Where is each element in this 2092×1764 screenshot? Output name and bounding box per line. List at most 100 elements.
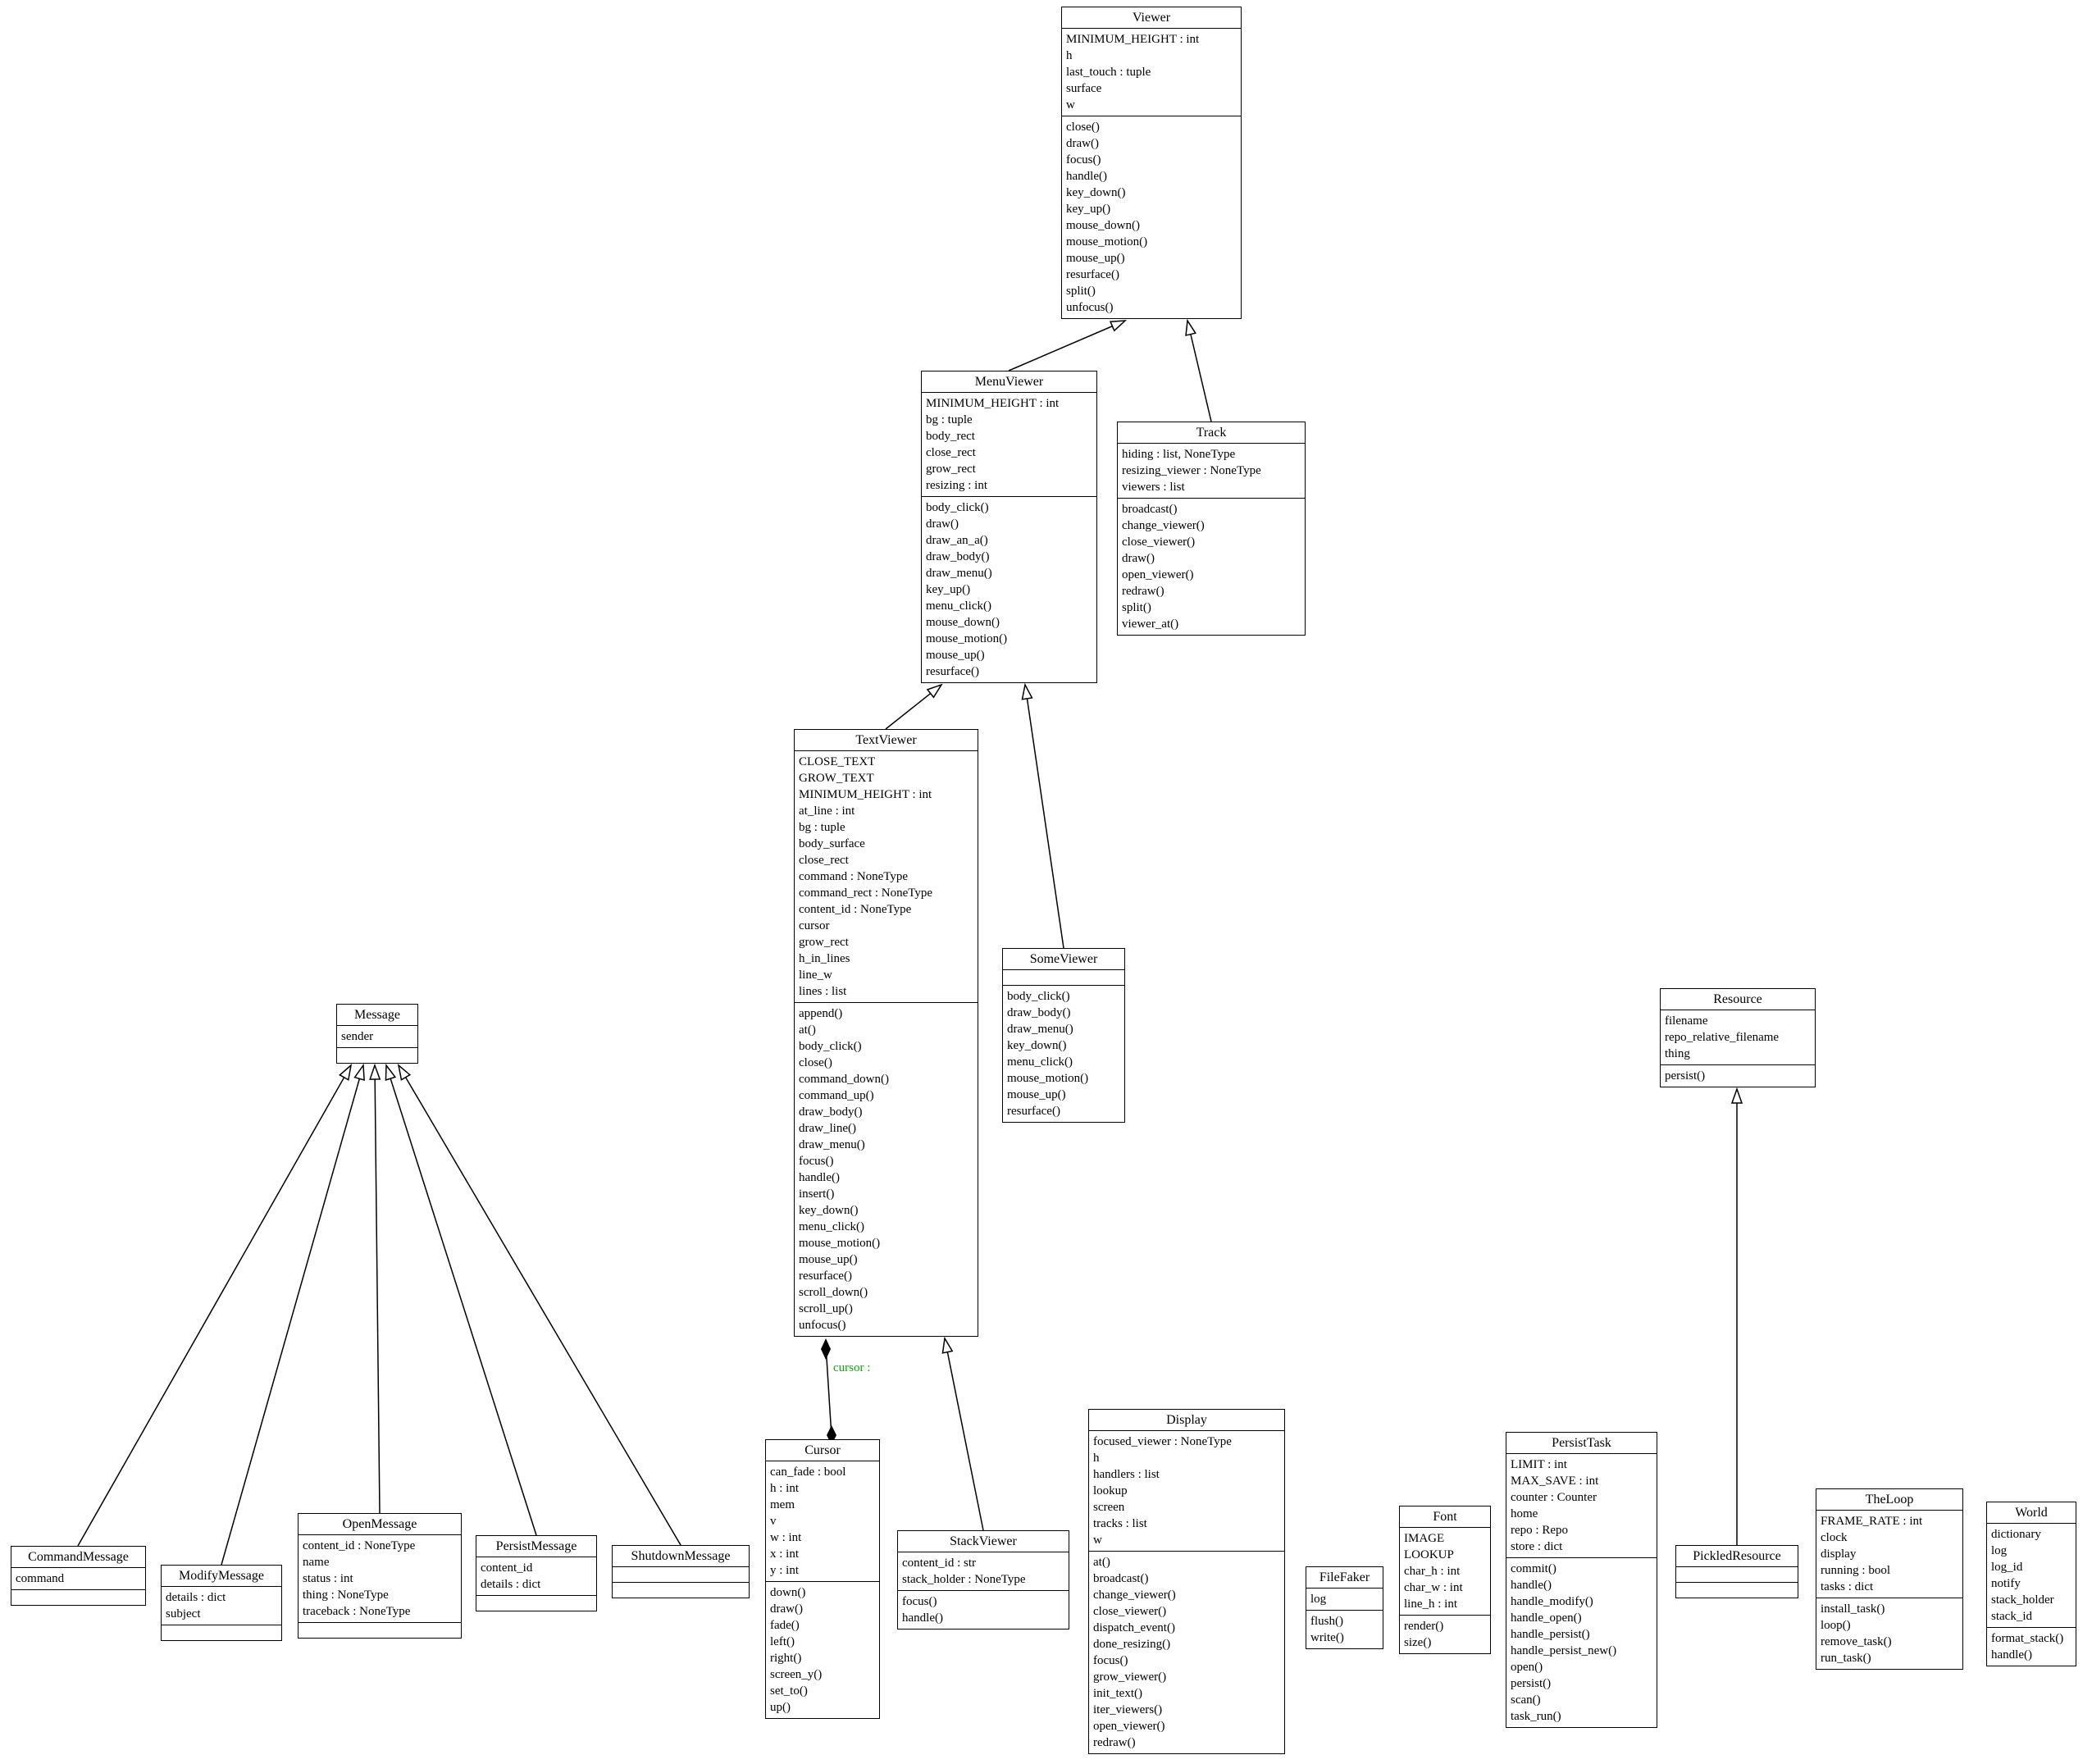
member-line: v (770, 1515, 777, 1528)
member-line: status : int (303, 1572, 353, 1585)
member-line: scan() (1511, 1693, 1541, 1707)
member-line: close_rect (926, 446, 976, 459)
member-line: store : dict (1511, 1540, 1563, 1553)
member-line: handle() (1991, 1648, 2032, 1661)
member-line: mouse_up() (1066, 252, 1125, 265)
member-line: body_click() (1007, 990, 1070, 1003)
member-line: name (303, 1556, 330, 1569)
member-line: change_viewer() (1122, 519, 1205, 532)
member-line: grow_viewer() (1093, 1671, 1167, 1684)
edge-commandmessage-to-message (77, 1064, 353, 1547)
member-line: handle() (799, 1171, 840, 1184)
class-methods: persist() (1661, 1064, 1815, 1087)
member-line: stack_holder : NoneType (902, 1573, 1026, 1586)
member-line: screen_y() (770, 1668, 823, 1681)
member-line: h_in_lines (799, 952, 850, 965)
class-methods: render()size() (1400, 1615, 1490, 1653)
member-line: broadcast() (1122, 503, 1178, 516)
member-line: key_down() (1066, 186, 1126, 199)
class-methods: body_click()draw_body()draw_menu()key_do… (1003, 985, 1124, 1122)
class-title: MenuViewer (974, 375, 1044, 389)
member-line: mouse_motion() (926, 632, 1008, 645)
member-line: MAX_SAVE : int (1511, 1475, 1599, 1488)
member-line: focus() (799, 1155, 834, 1168)
member-line: redraw() (1122, 585, 1165, 598)
class-title: OpenMessage (342, 1517, 417, 1531)
class-methods: flush()write() (1306, 1610, 1383, 1648)
member-line: handle_persist_new() (1511, 1644, 1617, 1657)
class-attributes: log (1306, 1588, 1383, 1610)
member-line: scroll_down() (799, 1286, 868, 1299)
class-title: Message (354, 1008, 400, 1022)
member-line: resizing_viewer : NoneType (1122, 464, 1261, 477)
member-line: commit() (1511, 1562, 1556, 1575)
member-line: repo_relative_filename (1665, 1031, 1780, 1044)
edge-modifymessage-to-message (221, 1063, 365, 1566)
member-line: draw() (1122, 552, 1155, 565)
class-title: PickledResource (1693, 1549, 1781, 1563)
member-line: format_stack() (1991, 1632, 2064, 1645)
member-line: MINIMUM_HEIGHT : int (926, 397, 1060, 410)
member-line: repo : Repo (1511, 1524, 1568, 1537)
member-line: handle_persist() (1511, 1628, 1590, 1641)
member-line: content_id : NoneType (799, 903, 912, 916)
member-line: mouse_up() (1007, 1088, 1066, 1101)
member-line: command : NoneType (799, 870, 909, 883)
member-line: stack_holder (1991, 1593, 2054, 1607)
member-line: command_up() (799, 1089, 874, 1102)
class-methods: broadcast()change_viewer()close_viewer()… (1118, 498, 1305, 635)
edge-textviewer-to-menuviewer (885, 683, 943, 730)
member-line: size() (1404, 1636, 1432, 1649)
member-line: h (1066, 49, 1073, 62)
member-line: MINIMUM_HEIGHT : int (799, 788, 932, 801)
member-line: key_up() (1066, 203, 1111, 216)
member-line: resurface() (799, 1269, 852, 1283)
member-line: LIMIT : int (1511, 1458, 1567, 1471)
composition-diamond-textviewer-end (821, 1338, 831, 1360)
member-line: lines : list (799, 985, 847, 998)
member-line: change_viewer() (1093, 1589, 1176, 1602)
member-line: dispatch_event() (1093, 1621, 1175, 1634)
member-line: can_fade : bool (770, 1465, 846, 1479)
class-methods: focus()handle() (898, 1590, 1069, 1629)
member-line: menu_click() (1007, 1055, 1073, 1069)
class-attributes: hiding : list, NoneType resizing_viewer :… (1118, 443, 1305, 498)
member-line: body_rect (926, 430, 975, 443)
member-line: log (1991, 1544, 2008, 1557)
member-line: log_id (1991, 1561, 2023, 1574)
member-line: w (1066, 98, 1075, 112)
member-line: draw_menu() (1007, 1023, 1073, 1036)
member-line: append() (799, 1007, 843, 1020)
member-line: loop() (1821, 1619, 1851, 1632)
member-line: LOOKUP (1404, 1548, 1454, 1561)
member-line: FRAME_RATE : int (1821, 1515, 1923, 1528)
member-line: handlers : list (1093, 1468, 1160, 1481)
member-line: draw() (926, 517, 959, 531)
member-line: viewer_at() (1122, 618, 1179, 631)
member-line: set_to() (770, 1684, 808, 1698)
class-methods: install_task()loop()remove_task()run_tas… (1816, 1598, 1962, 1669)
member-line: command_rect : NoneType (799, 887, 933, 900)
class-title: TextViewer (855, 733, 917, 747)
member-line: left() (770, 1635, 795, 1648)
member-line: draw_body() (926, 550, 990, 563)
class-box-commandmessage: CommandMessage command (11, 1546, 146, 1606)
member-line: up() (770, 1701, 791, 1714)
member-line: handle_modify() (1511, 1595, 1593, 1608)
member-line: write() (1310, 1631, 1344, 1644)
member-line: running : bool (1821, 1564, 1890, 1577)
member-line: last_touch : tuple (1066, 66, 1151, 79)
member-line: hiding : list, NoneType (1122, 448, 1236, 461)
